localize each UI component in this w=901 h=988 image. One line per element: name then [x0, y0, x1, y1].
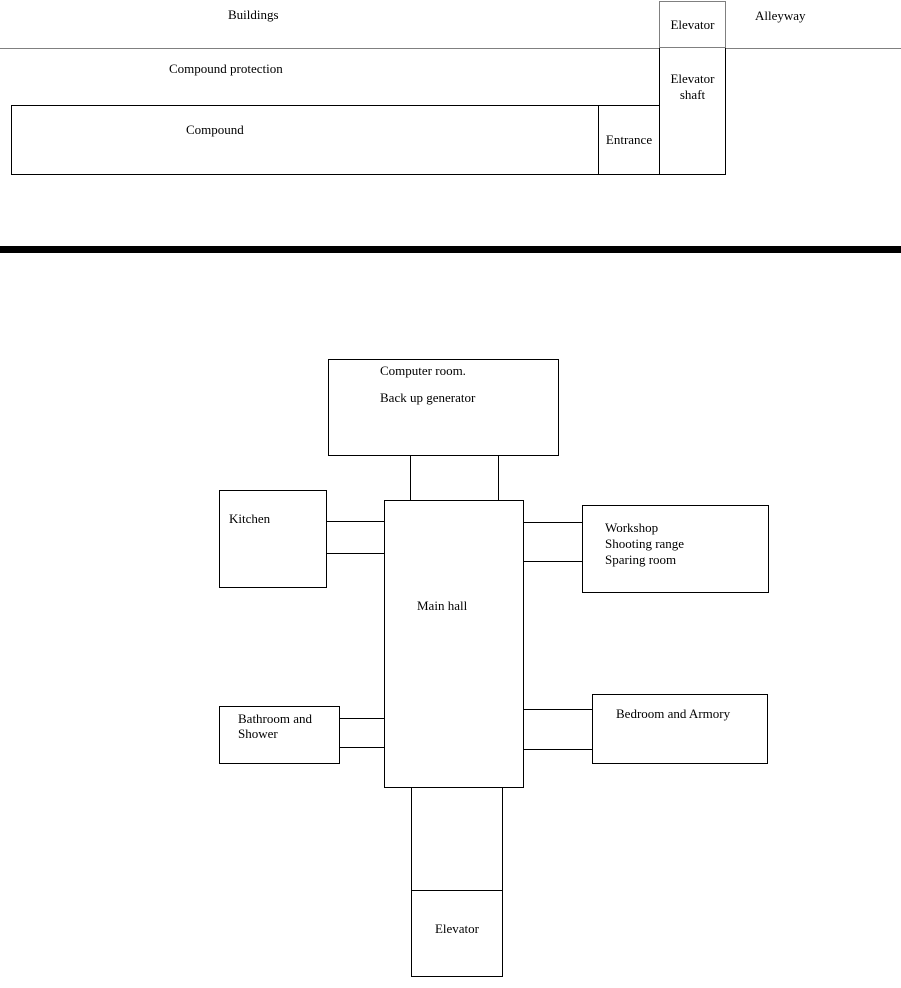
computer-room-box: Computer room. Back up generator: [328, 359, 559, 456]
elevator-surface-box: Elevator: [659, 1, 726, 48]
workshop-label-line2: Shooting range: [605, 536, 685, 551]
street-line: [0, 48, 901, 49]
compound-protection-label: Compound protection: [169, 61, 283, 76]
elevator-surface-label: Elevator: [670, 16, 715, 32]
entrance-cell: Entrance: [598, 105, 660, 175]
entrance-label: Entrance: [605, 132, 653, 147]
elevator-underground-label: Elevator: [434, 921, 480, 936]
kitchen-label: Kitchen: [229, 511, 271, 526]
computer-room-corridor-line-left: [410, 456, 411, 500]
elevator-shaft-box: Elevator shaft: [659, 48, 726, 175]
bathroom-corridor-line-top: [340, 718, 384, 719]
kitchen-corridor-line-bottom: [327, 553, 384, 554]
buildings-label: Buildings: [228, 7, 279, 22]
bedroom-corridor-line-top: [524, 709, 592, 710]
compound-box: Compound: [11, 105, 660, 175]
bedroom-box: Bedroom and Armory: [592, 694, 768, 764]
compound-label: Compound: [186, 122, 244, 137]
elevator-underground-box: Elevator: [411, 890, 503, 977]
elevator-corridor-wall-left: [411, 788, 412, 890]
bedroom-label: Bedroom and Armory: [616, 706, 731, 721]
kitchen-box: Kitchen: [219, 490, 327, 588]
bathroom-box: Bathroom and Shower: [219, 706, 340, 764]
workshop-label-line1: Workshop: [605, 520, 659, 535]
workshop-label-line3: Sparing room: [605, 552, 677, 567]
alleyway-label: Alleyway: [755, 8, 806, 23]
computer-room-label-line2: Back up generator: [380, 390, 476, 405]
entrance-divider-line: [598, 105, 599, 175]
ground-divider-line: [0, 246, 901, 253]
computer-room-corridor-line-right: [498, 456, 499, 500]
bathroom-label: Bathroom and Shower: [238, 711, 313, 741]
elevator-shaft-label: Elevator shaft: [670, 71, 715, 102]
main-hall-box: Main hall: [384, 500, 524, 788]
workshop-corridor-line-top: [524, 522, 582, 523]
computer-room-label-line1: Computer room.: [380, 363, 466, 378]
kitchen-corridor-line-top: [327, 521, 384, 522]
bathroom-corridor-line-bottom: [340, 747, 384, 748]
main-hall-label: Main hall: [417, 598, 468, 613]
elevator-corridor-wall-right: [502, 788, 503, 890]
workshop-corridor-line-bottom: [524, 561, 582, 562]
bedroom-corridor-line-bottom: [524, 749, 592, 750]
workshop-box: Workshop Shooting range Sparing room: [582, 505, 769, 593]
